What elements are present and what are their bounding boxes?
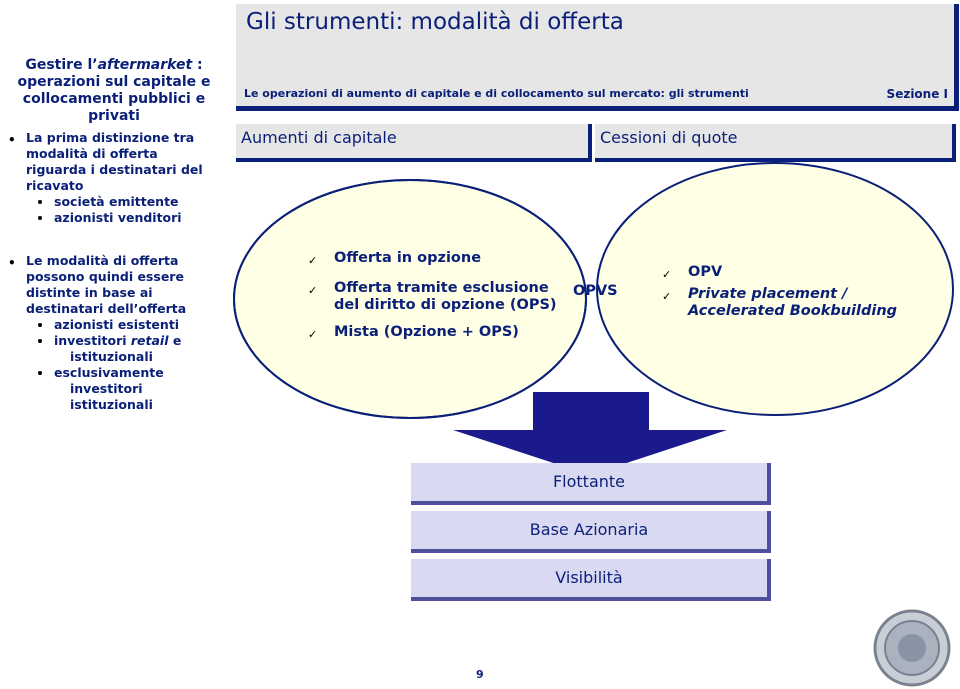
page-title: Gli strumenti: modalità di offerta [246,9,624,35]
sub-bullet-existing: azionisti esistenti [38,317,230,333]
checkmark-bullet-icon: ✓ [662,290,672,303]
category-share-sales: Cessioni di quote [595,124,956,162]
opvs-label: OPVS [573,283,618,299]
checkmark-bullet-icon: ✓ [308,254,318,267]
page-number: 9 [476,668,484,681]
header-banner [236,4,959,111]
list-item-private-placement: ✓ Private placement / Accelerated Bookbu… [662,286,898,319]
distinction-text-block: • La prima distinzione tra modalità di o… [8,130,230,226]
bullet-dot-icon: • [8,256,16,270]
sub-bullet-retail: investitori retail e [38,333,230,349]
right-oval [596,162,954,416]
bullet-dot-icon: • [8,133,16,147]
stack-box-shareholder-base: Base Azionaria [411,511,771,553]
sub-bullet-issuer: società emittente [38,194,230,210]
sub-bullet-sellers: azionisti venditori [38,210,230,226]
left-section-title: Gestire l’aftermarket : operazioni sul c… [17,57,211,124]
checkmark-bullet-icon: ✓ [308,328,318,341]
list-item-mixed-offer: ✓ Mista (Opzione + OPS) [308,324,519,341]
list-item-option-offer: ✓ Offerta in opzione [308,250,482,267]
section-label: Sezione I [886,87,948,101]
down-arrow-shape [453,392,727,475]
sub-bullet-institutional: esclusivamente [38,365,230,381]
recipients-text-block: • Le modalità di offerta possono quindi … [8,253,230,413]
list-item-opv: ✓ OPV [662,264,723,281]
mediobanca-seal-logo [873,609,951,687]
list-item-ops-offer: ✓ Offerta tramite esclusione del diritto… [308,280,557,313]
stack-box-visibility: Visibilità [411,559,771,601]
stack-box-float: Flottante [411,463,771,505]
page-subtitle: Le operazioni di aumento di capitale e d… [244,87,749,100]
category-capital-increase: Aumenti di capitale [236,124,592,162]
checkmark-bullet-icon: ✓ [662,268,672,281]
checkmark-bullet-icon: ✓ [308,284,318,297]
